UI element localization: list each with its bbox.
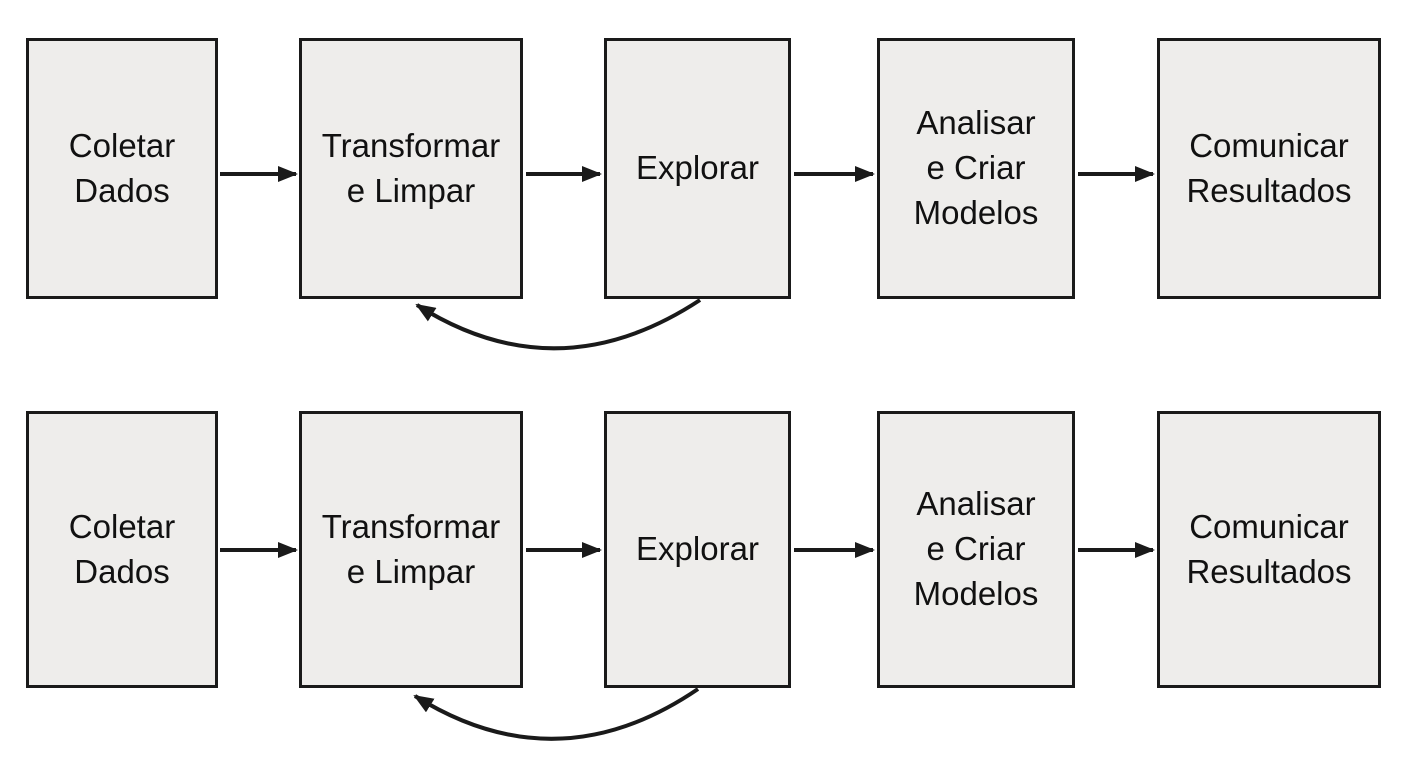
flow-box-row1-explorar: Explorar — [604, 38, 791, 299]
flow-box-row2-coletar-dados: Coletar Dados — [26, 411, 218, 688]
flow-box-row1-transformar-e-limpar: Transformar e Limpar — [299, 38, 523, 299]
feedback-arrow-row2-explorar-to-transformar — [413, 687, 700, 741]
feedback-arrow-row1-explorar-to-transformar — [415, 298, 702, 351]
flow-box-row2-explorar: Explorar — [604, 411, 791, 688]
flow-box-row2-transformar-e-limpar: Transformar e Limpar — [299, 411, 523, 688]
flow-box-row2-analisar-e-criar-modelos: Analisar e Criar Modelos — [877, 411, 1075, 688]
flow-box-row1-analisar-e-criar-modelos: Analisar e Criar Modelos — [877, 38, 1075, 299]
flow-box-row1-coletar-dados: Coletar Dados — [26, 38, 218, 299]
flow-box-row2-comunicar-resultados: Comunicar Resultados — [1157, 411, 1381, 688]
flow-box-row1-comunicar-resultados: Comunicar Resultados — [1157, 38, 1381, 299]
